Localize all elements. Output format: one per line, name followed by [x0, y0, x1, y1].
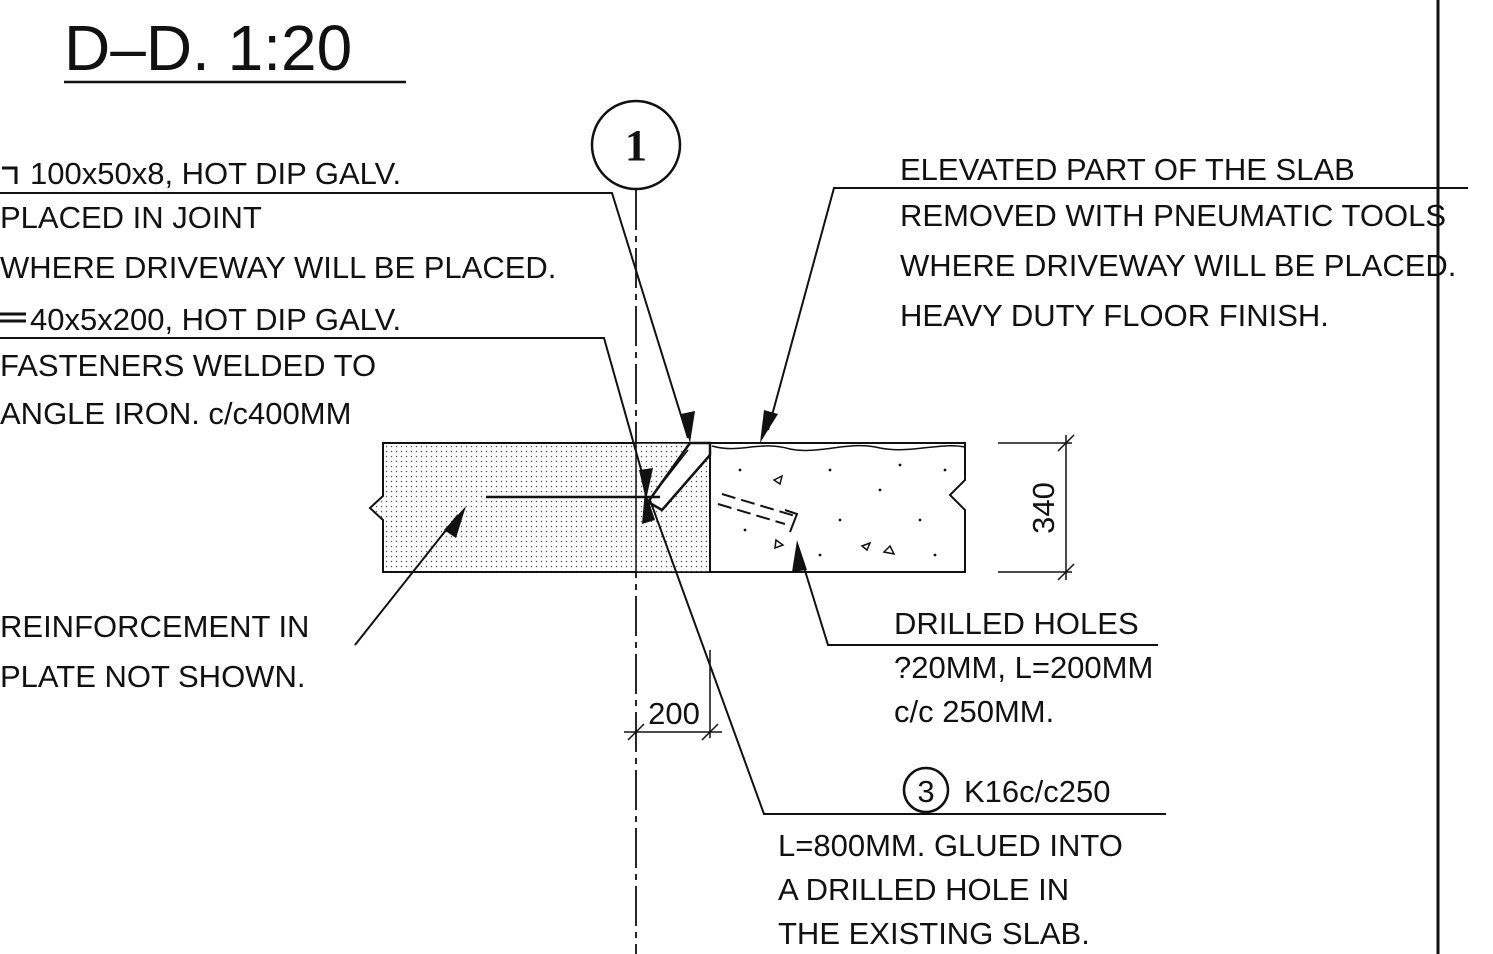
rebar-note-line: THE EXISTING SLAB.: [778, 916, 1090, 951]
drilled-holes-note-line: ?20MM, L=200MM: [894, 650, 1153, 685]
rebar-spec: K16c/c250: [964, 774, 1111, 809]
dimension-200-text: 200: [648, 696, 700, 731]
dimension-340: [998, 434, 1075, 581]
drilled-holes-note-line: c/c 250MM.: [894, 694, 1054, 729]
drilled-holes-note-line: DRILLED HOLES: [894, 606, 1139, 641]
notes-left: 100x50x8, HOT DIP GALV. PLACED IN JOINT …: [0, 156, 556, 431]
reinforcement-note: REINFORCEMENT IN PLATE NOT SHOWN.: [0, 609, 309, 694]
slab-top-rough-edge: [711, 444, 966, 452]
rebar-marker-number: 3: [917, 774, 934, 809]
drilled-rebar: [717, 493, 799, 533]
note-left-line: PLACED IN JOINT: [0, 200, 262, 235]
note-left-line: FASTENERS WELDED TO: [0, 348, 376, 383]
detail-marker-number: 1: [625, 121, 647, 170]
rebar-note: L=800MM. GLUED INTO A DRILLED HOLE IN TH…: [778, 828, 1123, 951]
drilled-holes-note: DRILLED HOLES ?20MM, L=200MM c/c 250MM.: [894, 606, 1153, 729]
new-slab: [709, 442, 966, 573]
section-title: D–D. 1:20: [64, 12, 352, 84]
note-left-line: WHERE DRIVEWAY WILL BE PLACED.: [0, 250, 556, 285]
angle-iron-flange: [651, 449, 689, 497]
reinforcement-note-line: PLATE NOT SHOWN.: [0, 659, 305, 694]
dimension-340-text: 340: [1026, 482, 1061, 534]
rebar-note-line: A DRILLED HOLE IN: [778, 872, 1069, 907]
detail-marker-circle: [590, 99, 682, 191]
note-right-line: REMOVED WITH PNEUMATIC TOOLS: [900, 198, 1446, 233]
notes-right: ELEVATED PART OF THE SLAB REMOVED WITH P…: [900, 152, 1456, 333]
aggregate-marks: [772, 474, 896, 556]
rebar-note-line: L=800MM. GLUED INTO: [778, 828, 1123, 863]
rebar-marker-circle: [902, 766, 950, 814]
note-left-line: ANGLE IRON. c/c400MM: [0, 396, 351, 431]
note-left-line: 40x5x200, HOT DIP GALV.: [30, 302, 401, 337]
reinforcement-note-line: REINFORCEMENT IN: [0, 609, 309, 644]
leader-arrowheads: [444, 410, 807, 572]
note-right-line: HEAVY DUTY FLOOR FINISH.: [900, 298, 1329, 333]
angle-profile-icon: [2, 166, 18, 184]
concrete-dots: [738, 463, 947, 557]
flat-bar-icon: [0, 312, 26, 323]
leader-lines: [0, 187, 1468, 815]
note-left-line: 100x50x8, HOT DIP GALV.: [30, 156, 401, 191]
note-right-line: WHERE DRIVEWAY WILL BE PLACED.: [900, 248, 1456, 283]
note-right-line: ELEVATED PART OF THE SLAB: [900, 152, 1355, 187]
